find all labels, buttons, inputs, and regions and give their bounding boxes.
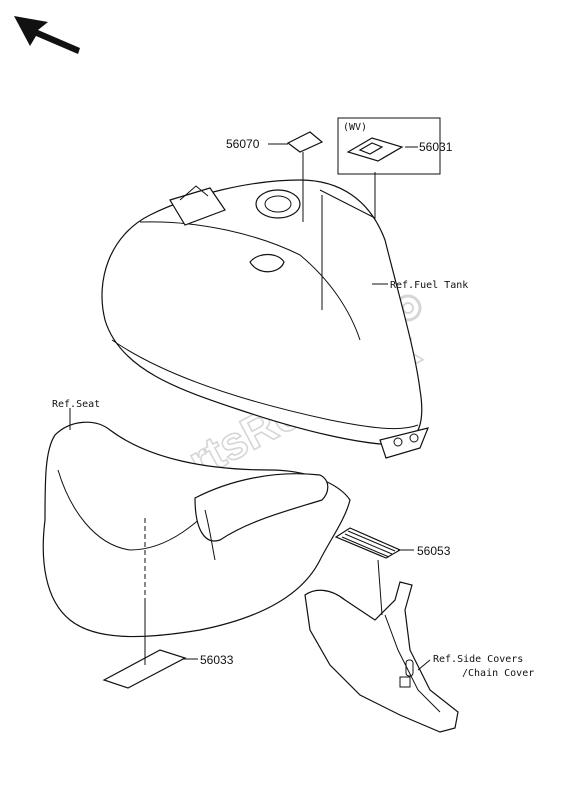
part-number-56070: 56070 <box>226 137 260 151</box>
variant-box <box>337 117 441 175</box>
side-cover <box>304 581 459 733</box>
ref-chain-cover-label: /Chain Cover <box>462 668 534 679</box>
ref-seat-label: Ref.Seat <box>52 399 100 410</box>
part-number-56053: 56053 <box>417 544 451 558</box>
part-number-56031: 56031 <box>419 140 453 154</box>
fuel-tank <box>101 179 429 459</box>
seat <box>42 421 351 638</box>
label-56033-shape <box>102 649 187 689</box>
part-number-56033: 56033 <box>200 653 234 667</box>
direction-arrow-icon <box>14 16 80 54</box>
ref-side-covers-label: Ref.Side Covers <box>433 654 523 665</box>
variant-label: (WV) <box>343 122 367 133</box>
ref-fuel-tank-label: Ref.Fuel Tank <box>390 280 468 291</box>
label-56053-shape <box>334 527 402 559</box>
leader-lines <box>69 143 431 671</box>
label-56070-shape <box>286 131 324 153</box>
